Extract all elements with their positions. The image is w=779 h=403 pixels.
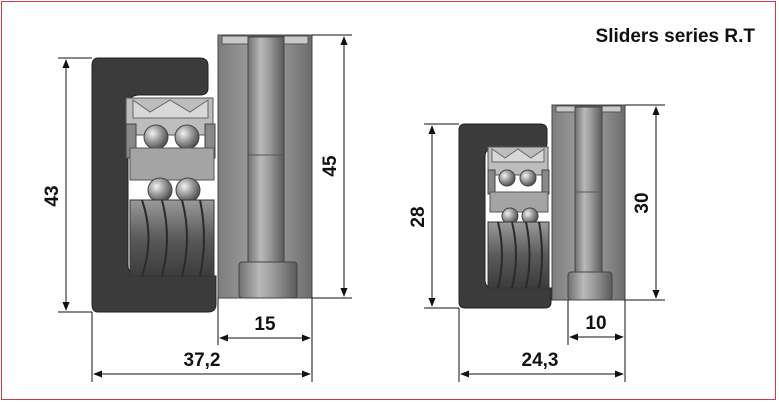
figure-title: Sliders series R.T [595,26,755,47]
large-v-wheel [129,199,215,277]
large-slider [91,34,313,313]
small-c-profile [458,123,552,309]
small-label-24-3: 24,3 [522,350,559,371]
small-nut [567,271,613,301]
small-slider [458,104,626,309]
small-label-28: 28 [408,206,429,227]
large-label-45: 45 [320,155,341,177]
large-dimensions [58,34,352,382]
small-label-10: 10 [585,313,606,334]
small-shaft [574,106,603,276]
small-dimensions [424,104,665,382]
dimension-labels: 43 45 15 37,2 28 30 10 24,3 [42,155,653,371]
small-v-wheel [487,221,550,289]
small-label-30: 30 [632,192,653,213]
large-nut [238,261,298,299]
large-shaft [247,36,285,265]
large-label-37-2: 37,2 [184,350,221,371]
large-label-43: 43 [42,185,63,206]
large-label-15: 15 [254,314,276,335]
